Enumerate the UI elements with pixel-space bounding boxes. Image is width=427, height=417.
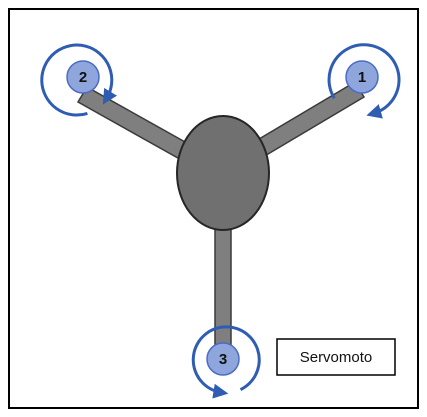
rotation-arrow-2-icon (40, 43, 117, 117)
rotor-2-hub (66, 60, 100, 94)
rotor-3: 3 (191, 325, 261, 399)
central-body (176, 115, 270, 231)
arm-rotor-3 (214, 221, 232, 351)
rotor-2-label: 2 (79, 69, 87, 86)
servo-label-box (276, 338, 396, 376)
rotation-arrow-1-icon (327, 43, 401, 119)
rotor-3-label: 3 (219, 351, 227, 368)
rotor-2: 2 (40, 43, 117, 117)
rotor-1-hub (345, 60, 379, 94)
rotor-1: 1 (327, 43, 401, 119)
servo-callout: Servomoto (276, 338, 396, 376)
rotor-3-hub (206, 342, 240, 376)
servo-label: Servomoto (300, 349, 373, 366)
rotation-arrow-3-icon (191, 325, 261, 399)
rotor-1-label: 1 (358, 69, 366, 86)
